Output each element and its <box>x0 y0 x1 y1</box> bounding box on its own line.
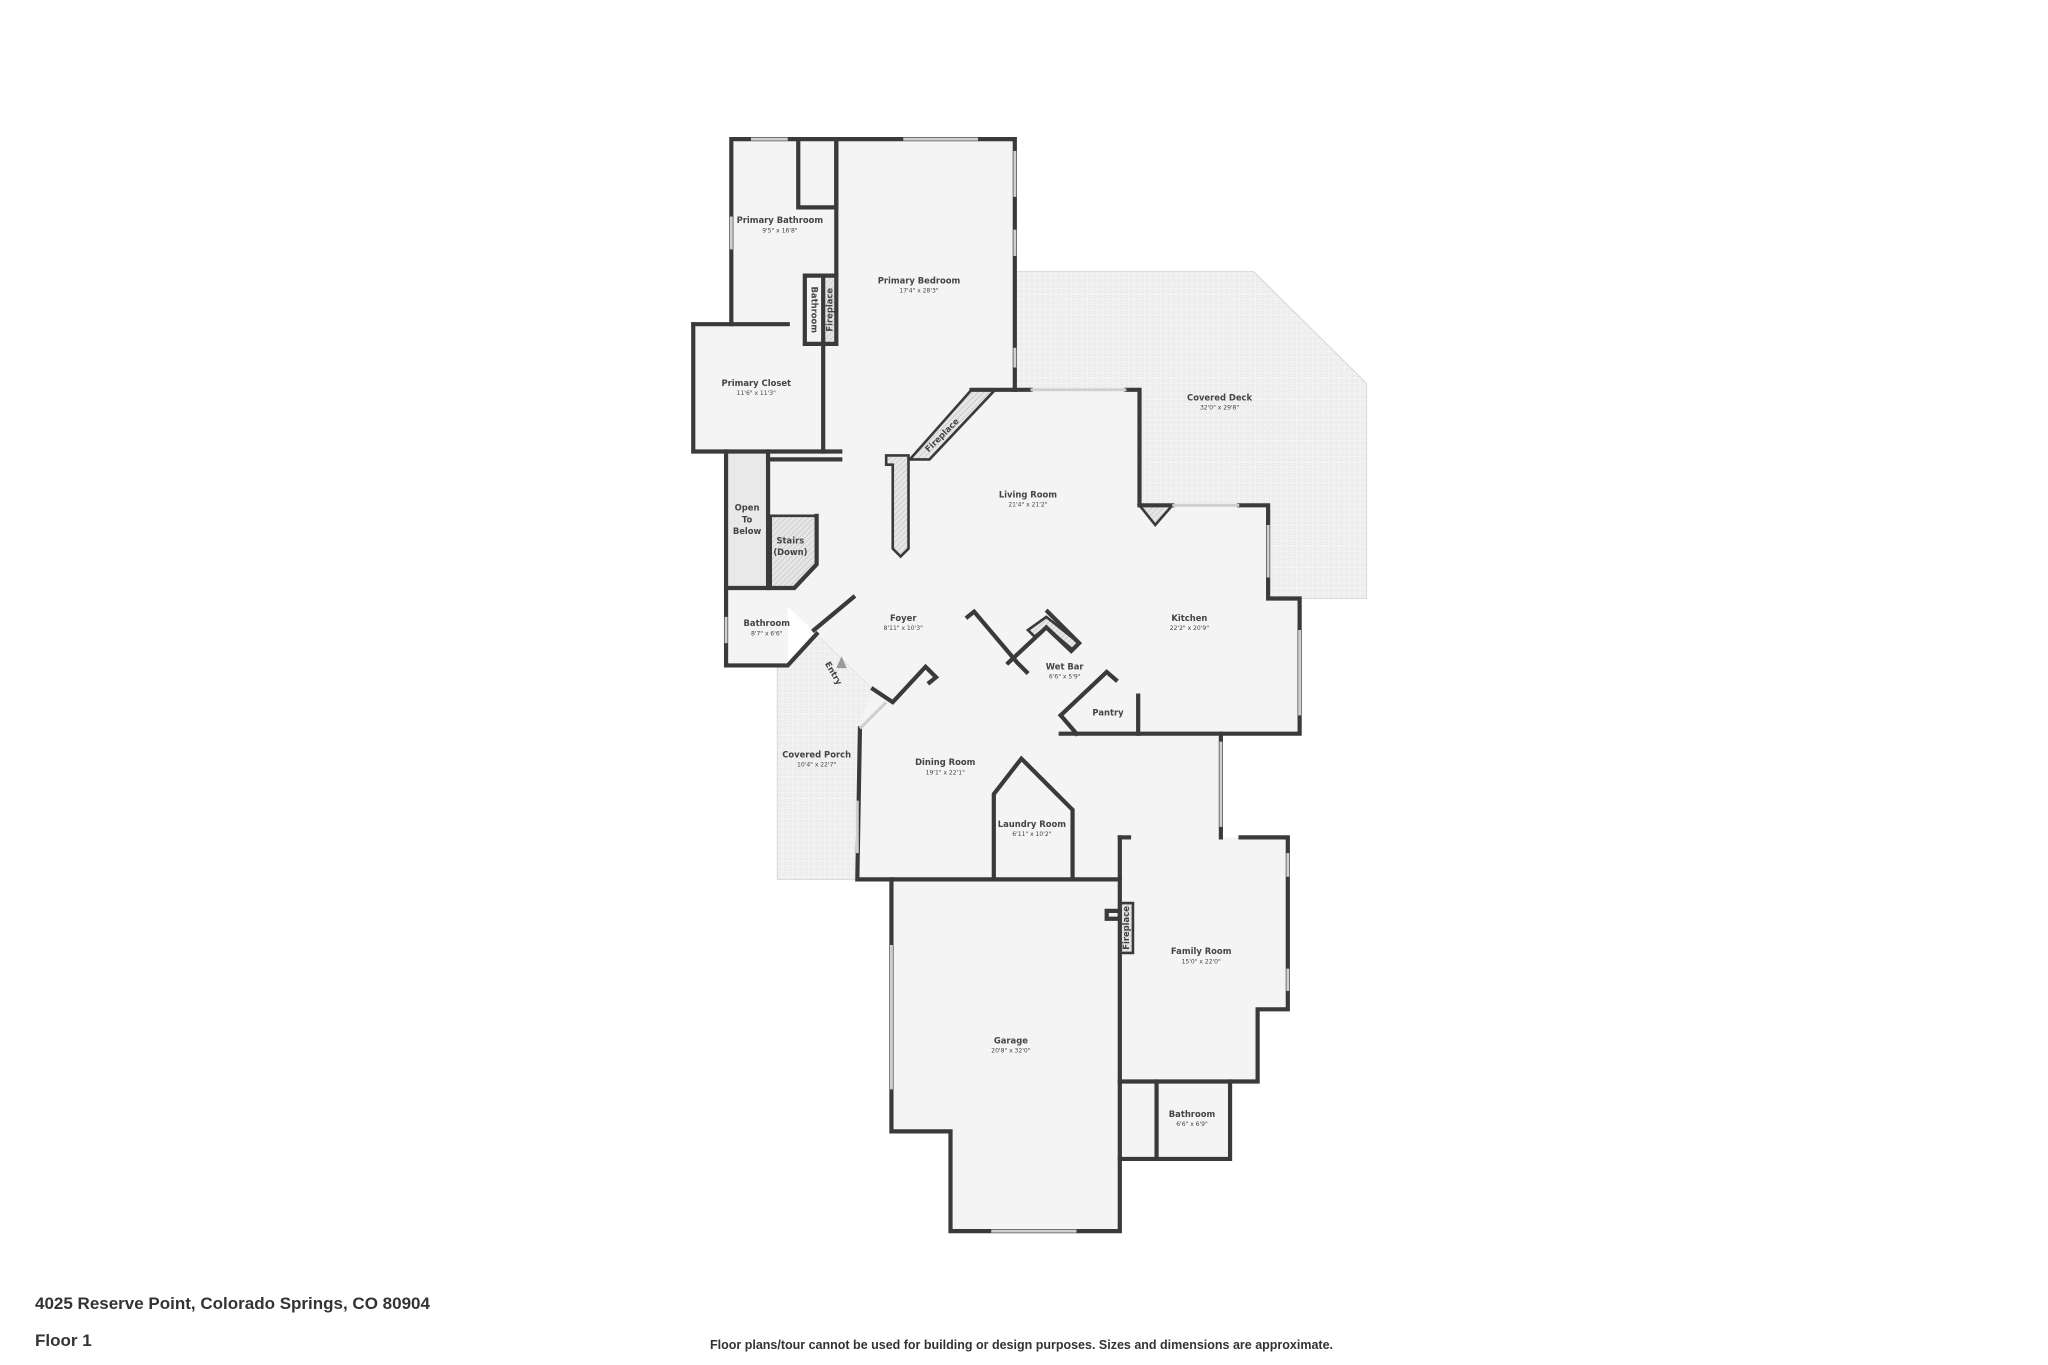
disclaimer: Floor plans/tour cannot be used for buil… <box>710 1338 1334 1352</box>
room-labels: Primary Bathroom 9'5" x 16'8" Primary Bedr… <box>721 215 1252 1128</box>
open-label-2: To <box>742 514 753 524</box>
room-dims-foyer: 8'11" x 10'3" <box>884 625 923 632</box>
room-name-primary-bedroom: Primary Bedroom <box>878 276 961 286</box>
room-name-covered-deck: Covered Deck <box>1187 392 1252 402</box>
room-name-bathroom: Bathroom <box>744 618 791 628</box>
room-dims-garage: 20'8" x 32'0" <box>991 1048 1030 1055</box>
room-dims-family-room: 15'0" x 22'0" <box>1182 958 1221 965</box>
room-name-family-room: Family Room <box>1171 946 1232 956</box>
room-dims-laundry-room: 6'11" x 10'2" <box>1012 831 1051 838</box>
room-dims-bathroom: 6'6" x 6'9" <box>1176 1121 1208 1128</box>
entry-arrow-icon <box>836 656 847 669</box>
room-name-wet-bar: Wet Bar <box>1046 661 1085 671</box>
room-name-covered-porch: Covered Porch <box>782 749 851 759</box>
stairs-label: Stairs <box>777 535 805 545</box>
floor-label: Floor 1 <box>35 1331 92 1350</box>
room-name-foyer: Foyer <box>890 613 917 623</box>
windows <box>724 137 1302 1233</box>
open-label-1: Open <box>735 503 760 513</box>
room-name-primary-closet: Primary Closet <box>721 378 791 388</box>
column-living <box>884 454 910 559</box>
room-dims-bathroom: 8'7" x 6'6" <box>751 630 783 637</box>
stairs-sublabel: (Down) <box>773 547 807 557</box>
room-name-kitchen: Kitchen <box>1171 613 1207 623</box>
open-label-3: Below <box>733 526 762 536</box>
fireplace-label-bedroom: Fireplace <box>824 288 834 332</box>
fireplace-label-family: Fireplace <box>1121 906 1131 950</box>
open-to-below-label: Open To Below <box>733 503 762 537</box>
room-dims-dining-room: 19'1" x 22'1" <box>926 769 965 776</box>
property-address: 4025 Reserve Point, Colorado Springs, CO… <box>35 1294 430 1313</box>
room-dims-living-room: 21'4" x 21'2" <box>1008 502 1047 509</box>
room-dims-kitchen: 22'2" x 20'9" <box>1170 625 1209 632</box>
room-name-garage: Garage <box>994 1035 1028 1045</box>
room-name-primary-bathroom: Primary Bathroom <box>737 215 824 225</box>
room-dims-covered-porch: 10'4" x 22'7" <box>797 762 836 769</box>
small-bathroom-label: Bathroom <box>809 287 819 334</box>
room-dims-wet-bar: 6'6" x 5'9" <box>1049 674 1081 681</box>
room-name-bathroom: Bathroom <box>1169 1109 1216 1119</box>
room-dims-primary-bathroom: 9'5" x 16'8" <box>762 227 798 234</box>
room-name-dining-room: Dining Room <box>915 757 976 767</box>
pantry-label: Pantry <box>1092 707 1124 717</box>
room-dims-primary-bedroom: 17'4" x 28'3" <box>899 288 938 295</box>
room-dims-primary-closet: 11'6" x 11'3" <box>737 390 776 397</box>
room-dims-covered-deck: 32'0" x 29'8" <box>1200 405 1239 412</box>
room-name-laundry-room: Laundry Room <box>998 819 1066 829</box>
room-name-living-room: Living Room <box>999 489 1057 499</box>
